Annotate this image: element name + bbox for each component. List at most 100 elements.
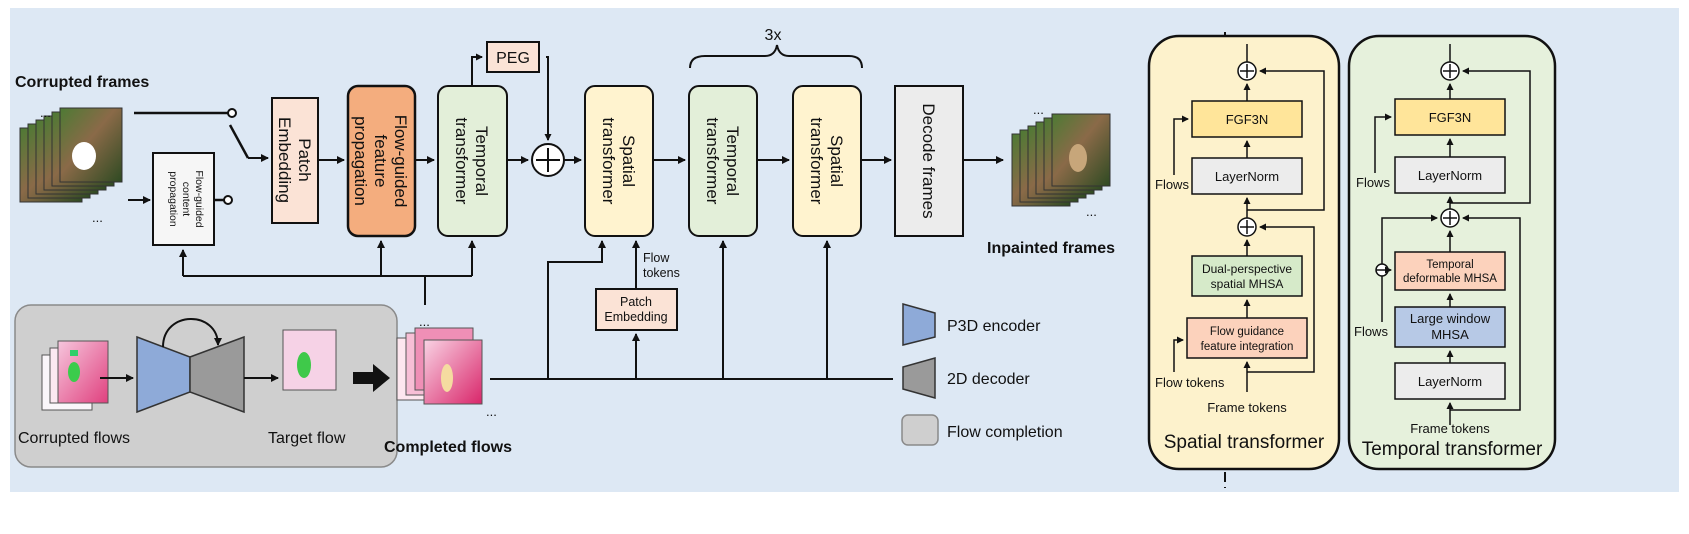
temporal-transformer-line: transformer [703, 118, 722, 205]
completion-output-arrow [353, 364, 390, 392]
temporal-transformer-line: transformer [452, 118, 471, 205]
ellipsis: ... [92, 210, 103, 225]
flow-guided-content-line: content [180, 182, 192, 217]
flow-guided-content-line: Flow-guided [193, 170, 205, 227]
corrupted-flows-label: Corrupted flows [18, 430, 130, 447]
temporal-layernorm-top-label: LayerNorm [1418, 168, 1482, 183]
arrow [544, 56, 552, 141]
flow-guided-content-propagation-block [152, 152, 215, 246]
spatial-layernorm-label: LayerNorm [1215, 169, 1279, 184]
ellipsis: ... [486, 404, 497, 419]
svg-text:PatchEmbedding: PatchEmbedding [275, 117, 314, 203]
spatial-transformer-text: Spatialtransformer [807, 118, 846, 205]
spatial-fgf3n-label: FGF3N [1226, 112, 1269, 127]
flow-guided-feature-line: propagation [351, 116, 370, 206]
2d-decoder-shape [189, 335, 245, 414]
decode-frames-text: Decode frames [919, 103, 938, 218]
dual-perspective-line: spatial MHSA [1211, 277, 1284, 291]
flow-completion-legend-icon [901, 414, 939, 446]
dual-perspective-line: Dual-perspective [1202, 262, 1292, 276]
temporal-transformer-text: Temporaltransformer [703, 118, 742, 205]
residual-arrow [1450, 67, 1531, 204]
repeat-label: 3x [765, 27, 782, 44]
arrow [471, 53, 483, 86]
ellipsis: ... [40, 105, 51, 120]
large-window-mhsa-block [1394, 306, 1506, 348]
corrupted-frames-label: Corrupted frames [15, 74, 149, 91]
temporal-fgf3n-block [1394, 98, 1506, 136]
legend-2d-decoder: 2D decoder [947, 371, 1030, 388]
spatial-transformer-panel [1147, 34, 1341, 471]
temporal-frame-tokens-label: Frame tokens [1410, 421, 1490, 436]
flow-guidance-line: Flow guidance [1210, 326, 1284, 338]
temporal-layernorm-top-block [1394, 156, 1506, 194]
switch-lever [228, 124, 250, 159]
arrow [1173, 115, 1189, 175]
corrupted-frames-image: ... ... [19, 105, 123, 225]
flow-guided-content-text: Flow-guidedcontentpropagation [167, 170, 205, 227]
temporal-layernorm-bottom-label: LayerNorm [1418, 374, 1482, 389]
patch-embedding-line: Embedding [275, 117, 294, 203]
temporal-deformable-line: Temporal [1426, 259, 1473, 271]
legend-p3d-encoder: P3D encoder [947, 318, 1041, 335]
spatial-transformer-block-1 [584, 85, 654, 237]
spatial-transformer-line: Spatial [619, 135, 638, 187]
temporal-deformable-line: deformable MHSA [1403, 273, 1497, 285]
arrow [1374, 113, 1392, 173]
spatial-transformer-line: transformer [599, 118, 618, 205]
completed-flows-image: ... ... [396, 314, 497, 419]
legend-flow-completion: Flow completion [947, 424, 1063, 441]
spatial-transformer-block-2 [792, 85, 862, 237]
flow-guided-feature-line: feature [371, 135, 390, 188]
flow-guided-feature-text: Flow-guidedfeaturepropagation [351, 115, 410, 208]
patch-embedding-line: Patch [295, 138, 314, 181]
ellipsis: ... [419, 314, 430, 329]
inpainted-frames-label: Inpainted frames [987, 240, 1115, 257]
switch-terminal [227, 108, 237, 118]
large-window-line: MHSA [1431, 327, 1469, 342]
arrow [547, 240, 606, 379]
spatial-panel-title: Spatial transformer [1164, 432, 1325, 453]
svg-text:Flow-guidedfeaturepropagation: Flow-guidedfeaturepropagation [351, 115, 410, 208]
target-flow-label: Target flow [268, 430, 346, 447]
residual-arrow [1247, 67, 1325, 211]
flow-patch-embedding-line: Embedding [604, 310, 667, 324]
target-flow-image [282, 329, 337, 391]
p3d-encoder-legend-icon [902, 303, 936, 346]
arrow [1173, 336, 1184, 372]
temporal-layernorm-bottom-block [1394, 362, 1506, 400]
flow-guided-feature-line: Flow-guided [391, 115, 410, 208]
temporal-flows-label-bottom: Flows [1354, 324, 1388, 339]
spatial-transformer-text: Spatialtransformer [599, 118, 638, 205]
patch-embedding-text: PatchEmbedding [275, 117, 314, 203]
svg-text:Spatialtransformer: Spatialtransformer [807, 118, 846, 205]
completed-flows-label: Completed flows [384, 439, 512, 456]
flow-tokens-line: Flow [643, 251, 670, 265]
temporal-flows-label-top: Flows [1356, 175, 1390, 190]
svg-text:Temporaltransformer: Temporaltransformer [452, 118, 491, 205]
temporal-transformer-block-2 [688, 85, 758, 237]
residual-arrow [1247, 223, 1315, 373]
temporal-transformer-text: Temporaltransformer [452, 118, 491, 205]
flow-tokens-line: tokens [643, 266, 680, 280]
flow-patch-embedding-block [595, 288, 678, 331]
repeat-brace [689, 44, 863, 69]
peg-label: PEG [496, 50, 530, 67]
spatial-flow-tokens-label: Flow tokens [1155, 375, 1225, 390]
spatial-flows-label: Flows [1155, 177, 1189, 192]
decode-frames-label: Decode frames [919, 103, 938, 218]
arrow [1381, 214, 1438, 264]
peg-block [486, 41, 540, 73]
temporal-panel-title: Temporal transformer [1362, 439, 1543, 460]
large-window-line: Large window [1410, 311, 1491, 326]
spatial-fgf3n-block [1191, 100, 1303, 138]
svg-text:Temporaltransformer: Temporaltransformer [703, 118, 742, 205]
ellipsis: ... [1086, 204, 1097, 219]
dual-perspective-mhsa-block [1191, 255, 1303, 297]
svg-text:Flow-guidedcontentpropagation: Flow-guidedcontentpropagation [167, 170, 205, 227]
inpainted-frames-image: ... ... [1011, 102, 1111, 219]
